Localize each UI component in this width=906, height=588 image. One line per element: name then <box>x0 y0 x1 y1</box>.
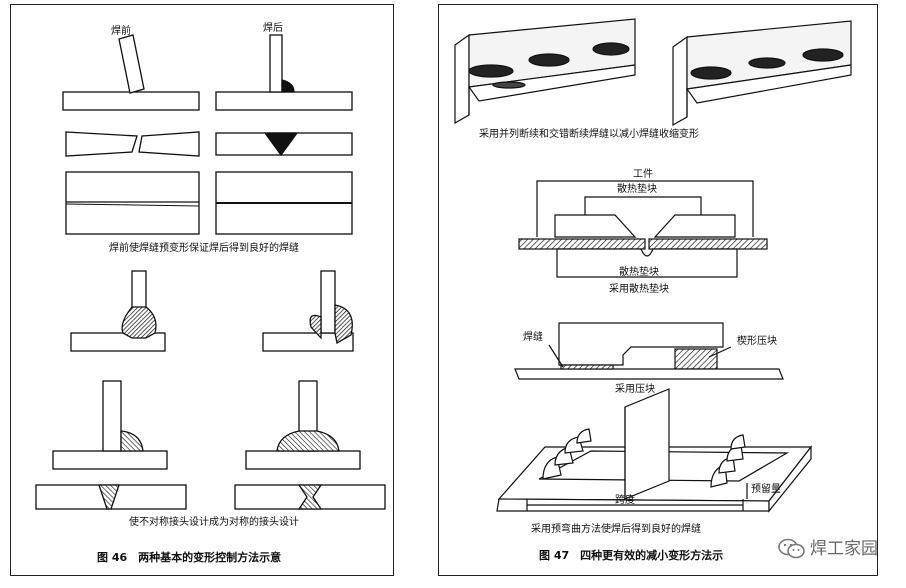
prebend-clamp-left <box>542 428 592 480</box>
caption-prebend: 采用预弯曲方法使焊后得到良好的焊缝 <box>531 524 701 535</box>
butt-v-weld <box>263 132 299 157</box>
label-after: 焊后 <box>263 23 283 34</box>
intermittent-wall-left <box>454 33 470 125</box>
prebend-stiffener <box>624 388 670 500</box>
intermittent-flange-right <box>685 64 852 104</box>
label-preset-amount: 预留量 <box>751 484 781 495</box>
wechat-logo-icon <box>778 538 805 559</box>
clamp-wedge-block <box>674 348 718 370</box>
label-span: 跨度 <box>615 495 635 506</box>
prebend-clamp-right <box>710 434 746 488</box>
prebent-plate-left <box>65 131 138 157</box>
figure-46-title: 图 46 两种基本的变形控制方法示意 <box>97 551 282 564</box>
label-heat-sink-top: 散热垫块 <box>617 184 657 195</box>
label-wedge-block: 楔形压块 <box>737 336 777 347</box>
label-workpiece: 工件 <box>633 169 653 180</box>
figure-47-drawing <box>454 18 852 513</box>
long-plate-before <box>65 171 200 235</box>
after-fillet-weld <box>281 79 295 93</box>
before-tilted-plate <box>118 34 145 94</box>
intermittent-flange-left <box>467 64 636 102</box>
label-before: 焊前 <box>111 26 131 37</box>
t-joint-4-base <box>245 450 361 470</box>
t-joint-2-web <box>320 270 336 334</box>
figure-47-panel: 采用并列断续和交错断续焊缝以减小焊缝收缩变形 工件 散热垫块 散热垫块 采用散热… <box>438 4 878 576</box>
heat-sink-bottom-block <box>556 248 738 278</box>
caption-clamp: 采用压块 <box>615 384 655 395</box>
butt-joint-2-weld <box>297 484 323 510</box>
caption-intermittent-welds: 采用并列断续和交错断续焊缝以减小焊缝收缩变形 <box>479 129 699 140</box>
heat-sink-top-block <box>584 196 702 215</box>
t-joint-1-weld <box>121 306 157 339</box>
label-weld: 焊缝 <box>523 332 543 343</box>
heat-sink-workpiece-left <box>518 238 646 250</box>
intermittent-wall-right <box>672 35 688 127</box>
figure-46-panel: 焊前 焊后 焊前使焊缝预变形保证焊后得到良好的焊缝 使不对称接头设计成为对称的接… <box>10 4 394 576</box>
caption-prebend-preset: 焊前使焊缝预变形保证焊后得到良好的焊缝 <box>109 243 299 254</box>
watermark-text: 焊工家园 <box>810 539 878 559</box>
caption-symmetric-joint: 使不对称接头设计成为对称的接头设计 <box>129 517 299 528</box>
clamp-weld-bead <box>560 364 614 370</box>
t-joint-2-weld-right <box>334 304 353 345</box>
after-base-plate <box>215 91 353 111</box>
caption-heat-sink: 采用散热垫块 <box>609 284 669 295</box>
t-joint-2-base <box>262 332 354 352</box>
heat-sink-upper-clamp <box>554 214 637 238</box>
t-joint-2-weld-left <box>309 314 322 340</box>
butt-joint-1-weld <box>98 484 120 510</box>
figure-47-title: 图 47 四种更有效的减小变形方法示 <box>539 549 724 562</box>
t-joint-3-base <box>52 450 168 470</box>
t-joint-4-weld <box>276 430 340 452</box>
before-base-plate <box>62 91 200 111</box>
after-vertical-plate <box>269 34 283 93</box>
prebent-plate-right <box>138 131 200 157</box>
heat-sink-upper-clamp-right <box>653 214 736 238</box>
t-joint-3-web <box>102 380 122 452</box>
heat-sink-frame <box>536 180 754 237</box>
t-joint-3-weld <box>120 430 144 452</box>
figure-46-drawing <box>35 34 386 510</box>
heat-sink-workpiece-right <box>648 238 768 250</box>
clamp-base-plate <box>514 368 784 380</box>
label-heat-sink-bottom: 散热垫块 <box>619 267 659 278</box>
